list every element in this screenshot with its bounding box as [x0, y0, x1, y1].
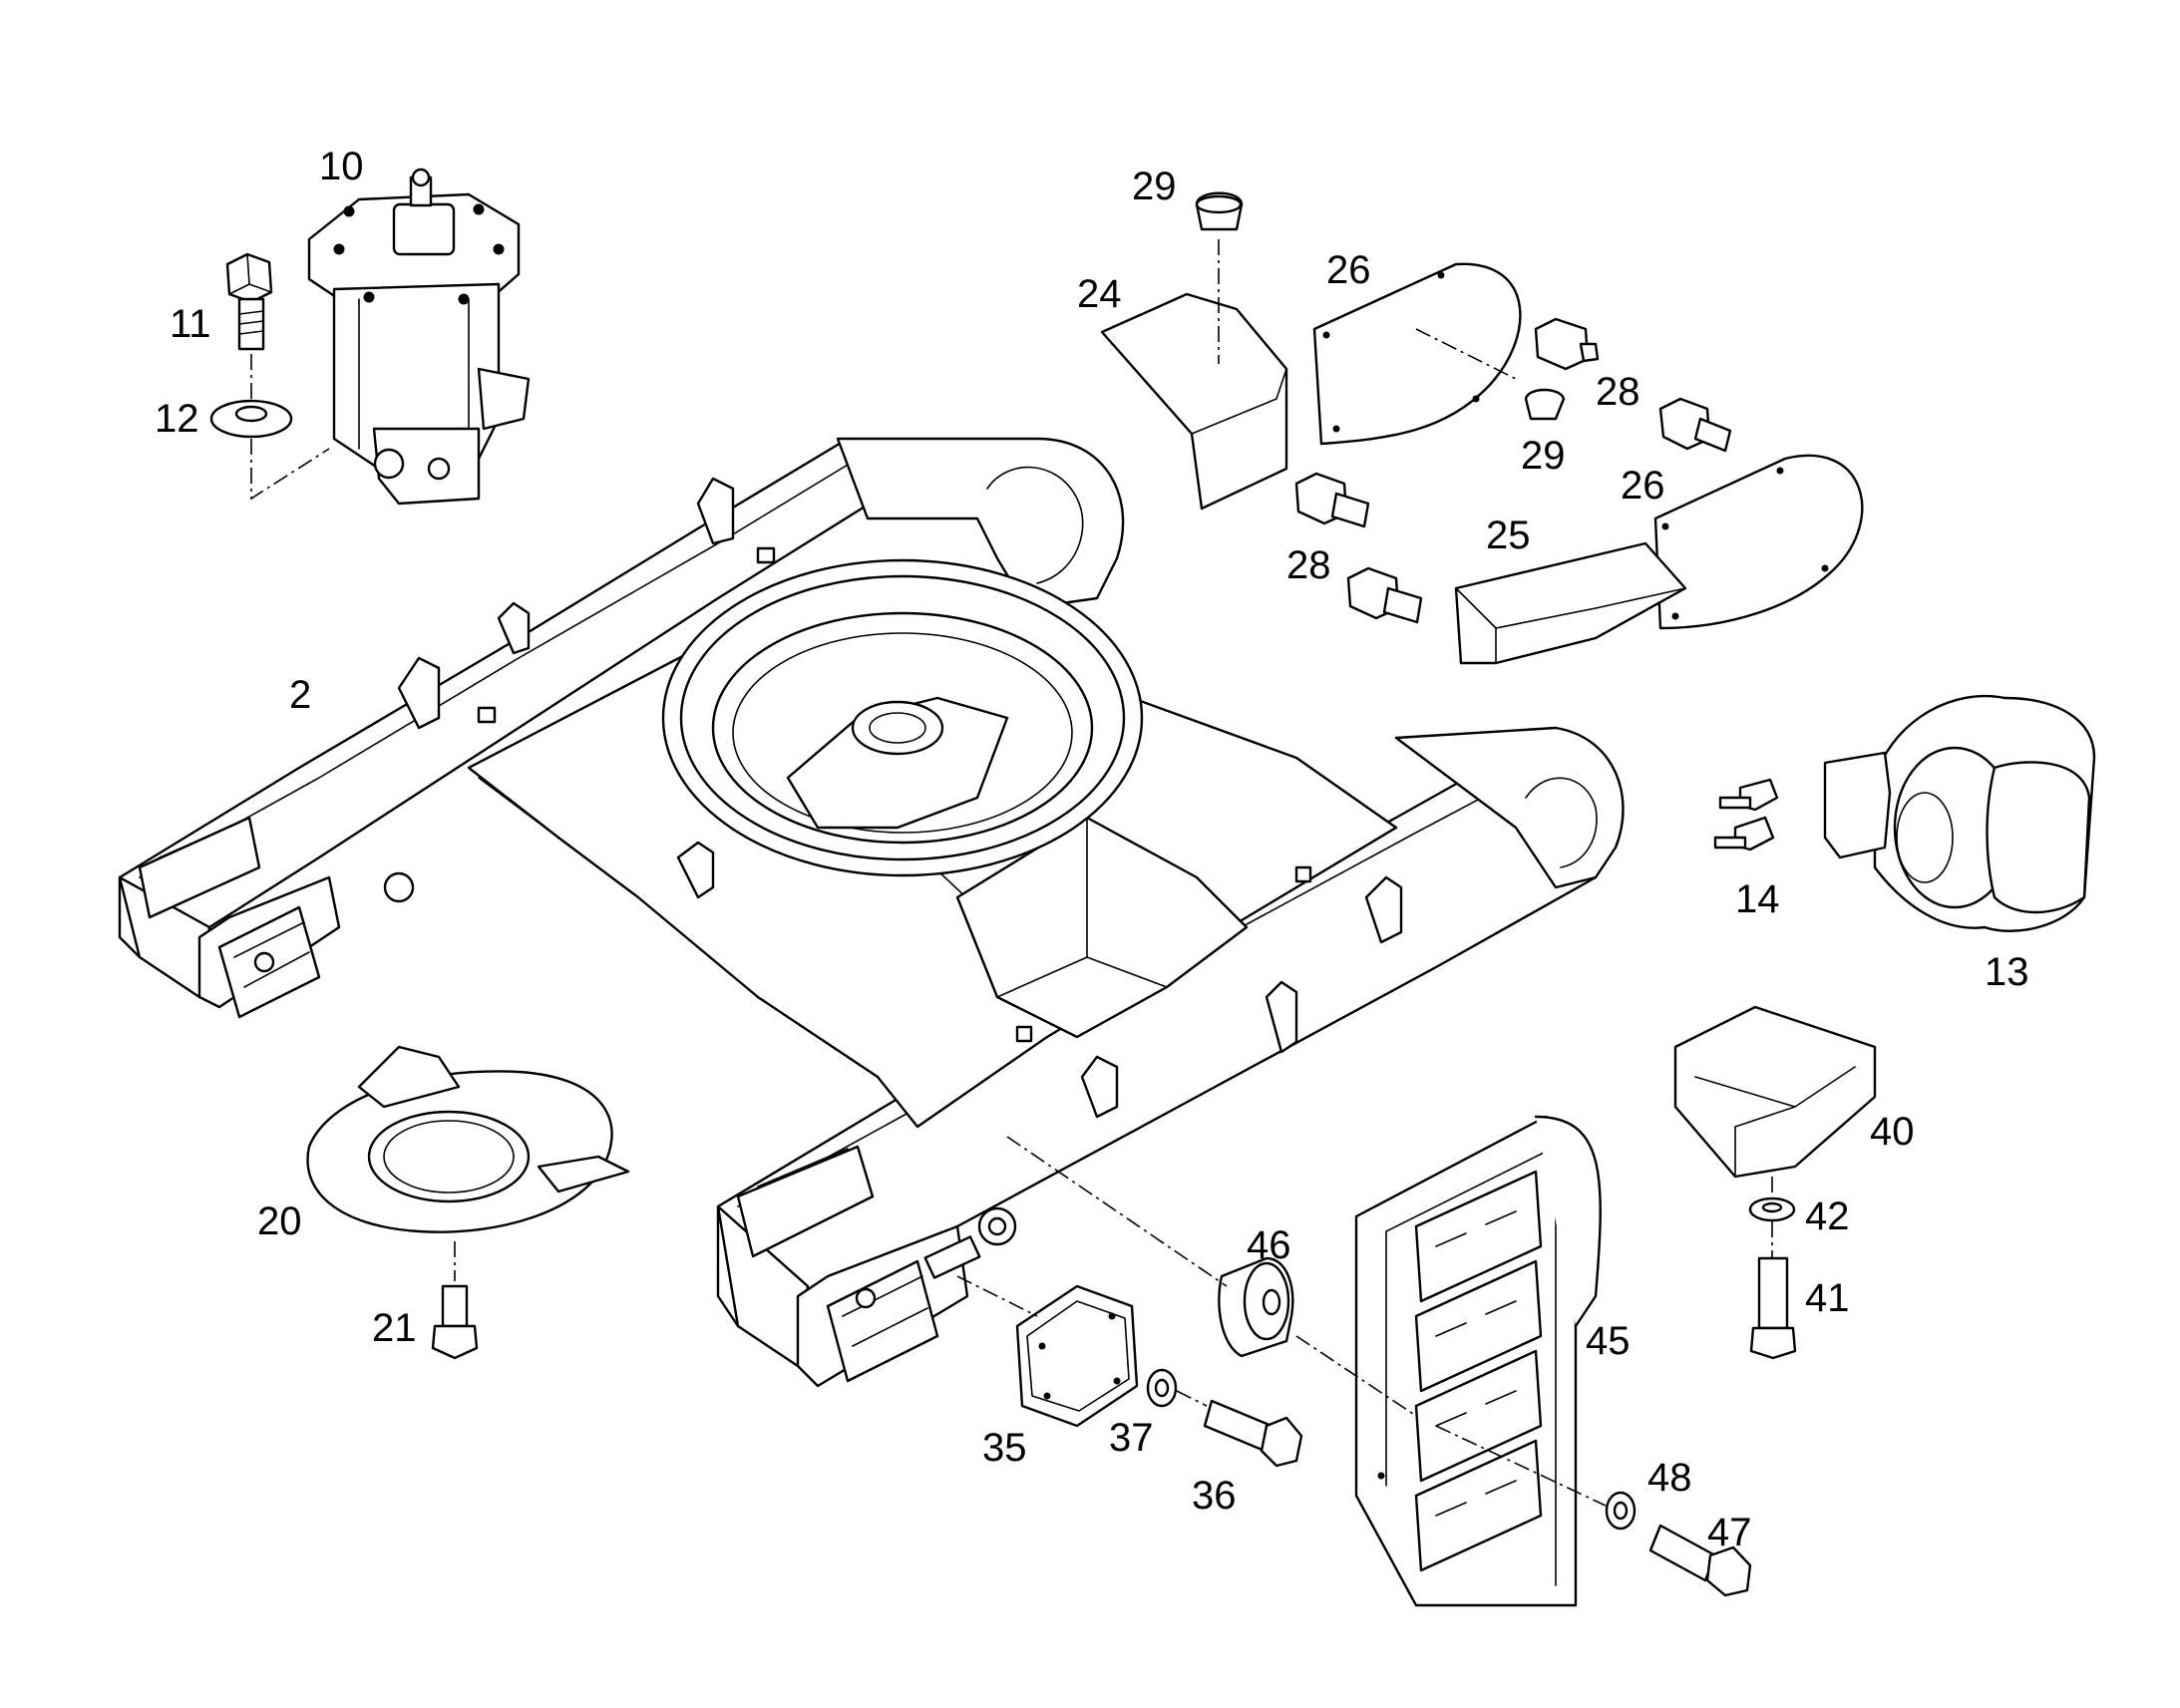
callout-13: 13	[1985, 950, 2029, 994]
assembly-line-26a	[1415, 328, 1517, 380]
bolt-part-47	[1648, 1524, 1752, 1597]
bolt-part-36	[1203, 1399, 1303, 1468]
callout-36: 36	[1192, 1474, 1237, 1518]
callout-47: 47	[1707, 1511, 1752, 1554]
callout-41: 41	[1805, 1276, 1850, 1320]
washer-part-37	[1146, 1368, 1178, 1408]
bolt-part-28c	[1294, 472, 1370, 528]
assembly-line-10-12	[250, 354, 330, 501]
washer-part-12	[209, 399, 293, 439]
callout-46: 46	[1247, 1223, 1291, 1267]
cover-part-26b	[1653, 454, 1864, 630]
callout-28b: 28	[1286, 543, 1331, 587]
bolt-part-41	[1749, 1256, 1797, 1360]
plug-part-29b	[1524, 388, 1566, 421]
cover-part-25	[1454, 541, 1687, 665]
callout-25: 25	[1486, 513, 1531, 557]
sprocket-part-13	[1873, 694, 2096, 932]
callout-24: 24	[1077, 272, 1122, 316]
bolt-part-28b	[1658, 397, 1732, 453]
step-part-45	[1354, 1115, 1602, 1607]
callout-29a: 29	[1132, 165, 1177, 208]
callout-40: 40	[1870, 1110, 1915, 1154]
bracket-part-40	[1673, 1005, 1877, 1179]
assembly-line-46-47	[1006, 1136, 1607, 1507]
callout-48: 48	[1647, 1456, 1692, 1500]
callout-26b: 26	[1621, 464, 1665, 508]
callout-labels: 10 11 12 2 29 24 26 28 29 26 28 25 28 14…	[155, 145, 2029, 1554]
bolt-part-11	[225, 252, 273, 351]
plate-part-20	[306, 1045, 630, 1233]
cover-part-26a	[1312, 262, 1522, 446]
cover-part-24	[1100, 292, 1288, 511]
washer-part-48	[1605, 1491, 1636, 1531]
drive-part-14	[1713, 751, 1892, 859]
bolt-part-28a	[1534, 317, 1600, 371]
bolt-part-28d	[1346, 566, 1423, 624]
bolt-part-21	[431, 1284, 479, 1360]
assembly-line-35	[956, 1275, 1208, 1407]
callout-20: 20	[257, 1199, 302, 1243]
cover-part-35	[1015, 1284, 1139, 1428]
callout-28a: 28	[1596, 370, 1640, 414]
callout-14: 14	[1735, 877, 1780, 921]
callout-45: 45	[1586, 1319, 1631, 1363]
washer-part-42	[1748, 1196, 1796, 1222]
callout-35: 35	[982, 1426, 1027, 1470]
callout-12: 12	[155, 397, 199, 441]
callout-42: 42	[1805, 1195, 1850, 1238]
rotary-joint-part	[307, 168, 531, 506]
callout-11: 11	[170, 302, 211, 346]
callout-37: 37	[1109, 1416, 1154, 1460]
undercarriage-frame	[118, 437, 1625, 1388]
buffer-part-46	[1218, 1256, 1294, 1358]
callout-2: 2	[289, 673, 311, 717]
callout-21: 21	[372, 1306, 417, 1350]
plug-part-29a	[1195, 191, 1244, 231]
callout-26a: 26	[1326, 248, 1371, 292]
callout-29b: 29	[1521, 434, 1566, 478]
callout-10: 10	[319, 145, 364, 188]
